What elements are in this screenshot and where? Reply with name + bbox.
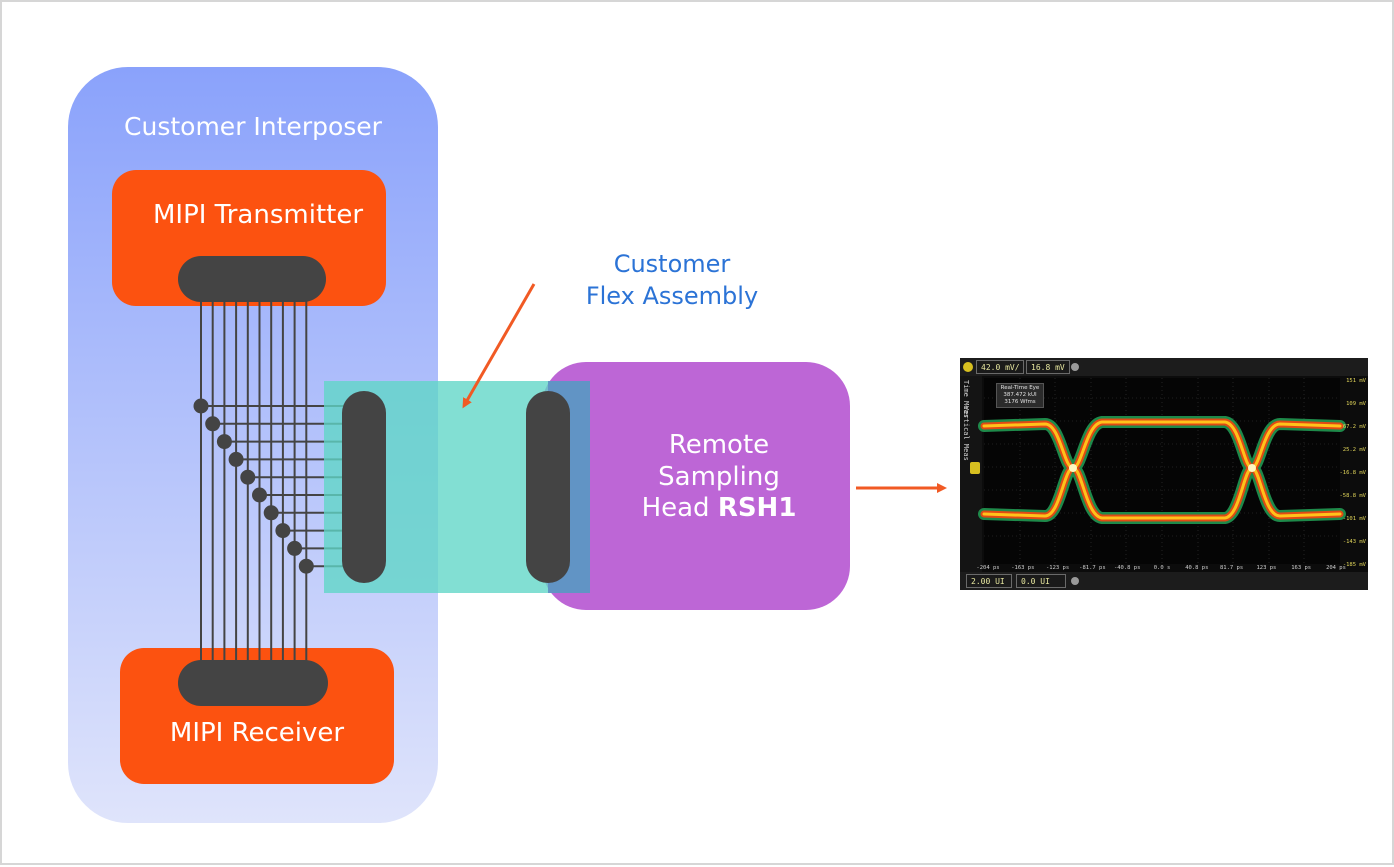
x-tick-label: 0.0 s: [1153, 565, 1171, 571]
tap-dot: [216, 434, 232, 450]
eye-info-title: Real-Time Eye: [1000, 385, 1040, 391]
flex-pointer-arrow: [462, 283, 536, 409]
y-tick-label: -143 mV: [1342, 539, 1366, 545]
eye-info-wfms: 3176 Wfms: [1004, 398, 1036, 405]
flex-connector-left: [342, 391, 386, 583]
tap-dot: [298, 558, 314, 574]
oscilloscope-eye-screenshot: 42.0 mV/ 16.8 mV 2.00 UI 0.0 UI Real-Tim…: [960, 358, 1368, 590]
x-tick-label: 204 ps: [1326, 565, 1346, 571]
tap-dot: [287, 540, 303, 556]
y-tick-label: -185 mV: [1342, 562, 1366, 568]
x-tick-label: -40.8 ps: [1113, 565, 1141, 571]
tap-dots: [193, 398, 314, 574]
rsh-label-line3: Head RSH1: [594, 493, 844, 525]
y-tick-label: -16.8 mV: [1339, 470, 1367, 476]
flex-label-line2: Flex Assembly: [585, 282, 759, 311]
flex-label-line1: Customer: [613, 250, 731, 278]
eye-info-ui: 387.472 kUI: [1003, 391, 1037, 398]
x-tick-label: -123 ps: [1046, 565, 1070, 571]
rsh-label: Remote Sampling Head RSH1: [594, 430, 844, 525]
rsh-label-id: RSH1: [717, 493, 797, 524]
tap-dot: [193, 398, 209, 414]
tap-dot: [275, 523, 291, 539]
y-tick-label: 67.2 mV: [1342, 424, 1366, 430]
tap-dot: [252, 487, 267, 503]
tap-dot: [205, 416, 221, 432]
x-tick-label: -204 ps: [976, 565, 1000, 571]
rsh-label-prefix: Head: [641, 493, 718, 524]
ui-offset-field[interactable]: 0.0 UI: [1016, 574, 1066, 588]
tap-dot: [228, 451, 244, 467]
y-tick-label: 151 mV: [1346, 378, 1366, 384]
y-tick-label: -101 mV: [1342, 516, 1366, 522]
rsh-label-line1: Remote: [668, 430, 770, 460]
flex-connector-right: [526, 391, 570, 583]
x-tick-label: 163 ps: [1291, 565, 1312, 571]
flex-assembly-label: Customer Flex Assembly: [512, 248, 832, 313]
transmitter-connector: [178, 256, 326, 302]
ui-span-field[interactable]: 2.00 UI: [966, 574, 1012, 588]
vertical-scale-field[interactable]: 42.0 mV/: [976, 360, 1024, 374]
x-tick-label: -81.7 ps: [1079, 565, 1106, 571]
receiver-label: MIPI Receiver: [169, 718, 345, 748]
side-tab-vertical-meas[interactable]: Vertical Meas: [962, 406, 970, 461]
transmitter-label: MIPI Transmitter: [152, 200, 364, 230]
vertical-offset-field[interactable]: 16.8 mV: [1026, 360, 1070, 374]
receiver-connector: [178, 660, 328, 706]
y-tick-label: 109 mV: [1346, 401, 1366, 407]
interposer-title: Customer Interposer: [124, 112, 382, 141]
x-tick-label: 40.8 ps: [1185, 565, 1209, 571]
x-tick-label: 81.7 ps: [1220, 565, 1244, 571]
y-tick-label: 25.2 mV: [1342, 447, 1366, 453]
tap-dot: [263, 505, 279, 521]
rsh-label-line2: Sampling: [658, 461, 780, 492]
tap-dot: [240, 469, 256, 485]
remote-sampling-head: [542, 362, 850, 610]
x-tick-label: -163 ps: [1011, 565, 1035, 571]
vertical-signal-lines: [200, 292, 308, 672]
y-tick-label: -58.8 mV: [1339, 493, 1367, 499]
x-tick-label: 123 ps: [1256, 565, 1277, 571]
eye-info-box: Real-Time Eye 387.472 kUI 3176 Wfms: [996, 383, 1044, 408]
